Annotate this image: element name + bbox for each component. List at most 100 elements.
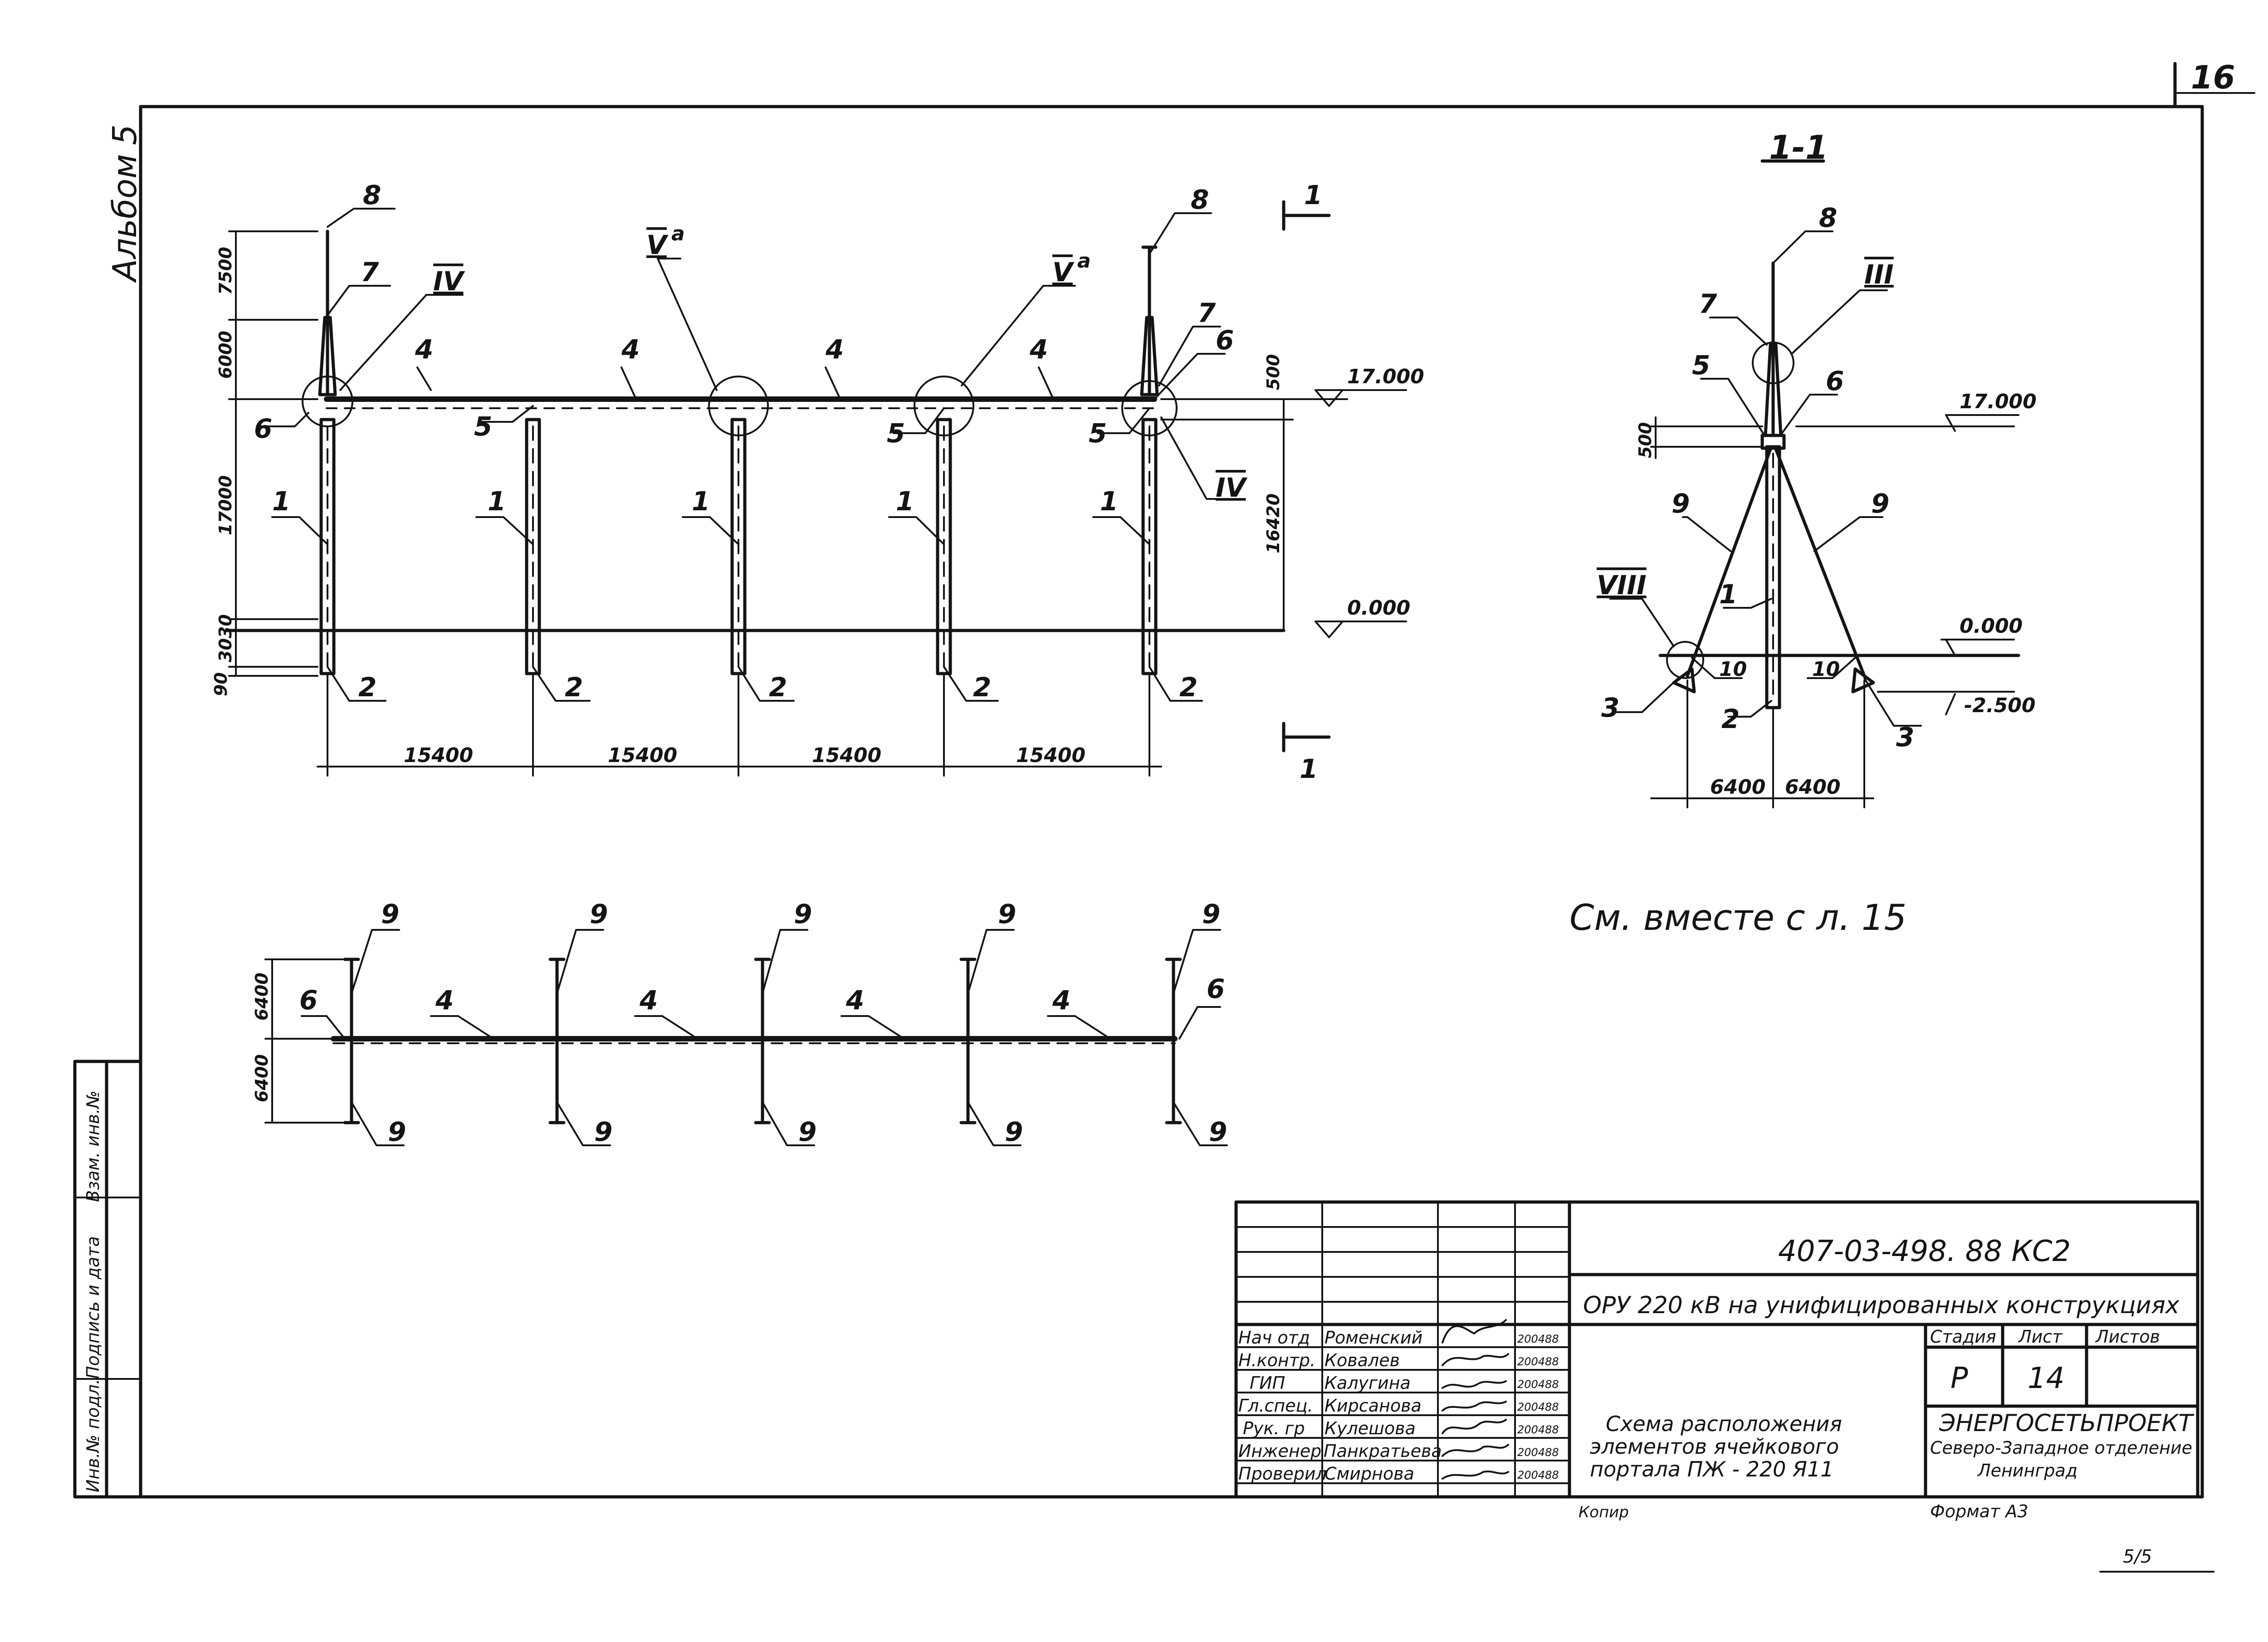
date-4: 200488 [1517, 1423, 1559, 1436]
sheet-frame [139, 62, 2255, 1499]
sec-label-10b: 10 [1812, 658, 1840, 681]
plan-beam-1: 4 [435, 985, 454, 1016]
role-1: Н.контр. [1238, 1350, 1315, 1370]
sec-elev-ground: 0.000 [1960, 615, 2023, 638]
sec-label-3a: 3 [1601, 692, 1619, 723]
node-ref-v-mid2: V [1052, 257, 1075, 288]
section-mark-top: 1 [1304, 180, 1322, 210]
sec-label-9a: 9 [1672, 488, 1690, 519]
sheets-header: Листов [2095, 1327, 2160, 1347]
date-2: 200488 [1517, 1378, 1559, 1391]
name-4: Кулешова [1325, 1418, 1416, 1438]
front-view-labels: 8 7 IV 6 8 7 6 IV 5 5 5 V a V a 4 4 4 4 … [254, 180, 1424, 784]
date-0: 200488 [1517, 1333, 1559, 1345]
label-5-node-a: 5 [474, 411, 492, 442]
sec-label-1: 1 [1719, 579, 1737, 610]
sec-label-8: 8 [1819, 202, 1837, 233]
plan-beam-3: 4 [846, 985, 864, 1016]
name-0: Роменский [1325, 1328, 1422, 1348]
node-ref-iv-left: IV [433, 266, 465, 297]
see-together-note: См. вместе с л. 15 [1569, 898, 1906, 938]
sheet-header: Лист [2018, 1327, 2063, 1347]
plan-brace-top-5: 9 [1202, 899, 1220, 929]
label-5-node-c: 5 [1089, 418, 1107, 449]
plan-brace-bottom-5: 9 [1209, 1116, 1227, 1147]
label-8-right: 8 [1191, 184, 1209, 215]
column-5 [1141, 418, 1158, 675]
plan-brace-bottom-3: 9 [798, 1116, 816, 1147]
name-6: Смирнова [1325, 1464, 1414, 1484]
bottom-right-mark: 5/5 [2123, 1546, 2152, 1567]
plan-brace-bottom-2: 9 [594, 1116, 612, 1147]
vdim-500: 500 [1263, 354, 1283, 390]
vdim-7500: 7500 [215, 247, 235, 295]
node-ref-v-mid1-sup: a [671, 222, 685, 245]
plan-labels: 9 9 9 9 9 9 9 9 9 9 4 4 4 4 6 6 6400 640… [252, 899, 1227, 1147]
column-2 [525, 418, 541, 675]
footing-label-1: 2 [358, 672, 376, 703]
sec-label-6: 6 [1826, 366, 1844, 396]
section-labels: 1-1 8 III 7 5 6 9 9 1 2 3 3 10 10 VIII 6… [1597, 128, 2037, 799]
column-label-3: 1 [692, 486, 710, 517]
title-block-text: 407-03-498. 88 КС2 ОРУ 220 кВ на унифици… [1238, 1235, 2195, 1521]
stamp-replace-inv: Взам. инв.№ [83, 1090, 103, 1202]
date-5: 200488 [1517, 1446, 1559, 1459]
vdim-17000: 17000 [215, 475, 235, 535]
org-line-2: Северо-Западное отделение [1930, 1438, 2192, 1458]
drawing-title-line-1: Схема расположения [1606, 1412, 1842, 1436]
sheet-corner-number: 16 [2191, 59, 2235, 96]
org-line-1: ЭНЕРГОСЕТЬПРОЕКТ [1939, 1410, 2195, 1437]
vdim-16420: 16420 [1263, 494, 1283, 553]
section-view [1609, 159, 2020, 808]
date-1: 200488 [1517, 1355, 1559, 1368]
plan-dim-bottom: 6400 [252, 1054, 272, 1102]
bay-dim-2: 15400 [608, 744, 677, 767]
footing-label-3: 2 [769, 672, 787, 703]
role-3: Гл.спец. [1238, 1396, 1313, 1416]
footing-label-5: 2 [1179, 672, 1198, 703]
node-ref-v-mid2-sup: a [1077, 249, 1091, 273]
date-6: 200488 [1517, 1469, 1559, 1481]
sec-node-iii: III [1864, 259, 1894, 290]
plan-brace-top-3: 9 [794, 899, 812, 929]
name-5: Панкратьева [1324, 1441, 1442, 1461]
label-6-right: 6 [1216, 325, 1234, 356]
label-5-node-b: 5 [887, 418, 905, 449]
label-8-left: 8 [363, 180, 381, 210]
sec-node-viii: VIII [1597, 570, 1647, 601]
beam-label-2: 4 [621, 334, 640, 365]
sec-dim-right: 6400 [1785, 776, 1840, 799]
plan-beam-2: 4 [639, 985, 658, 1016]
plan-end-6-left: 6 [299, 985, 318, 1016]
sec-label-2: 2 [1721, 704, 1740, 734]
role-2: ГИП [1250, 1373, 1285, 1393]
vdim-3030: 3030 [215, 614, 235, 662]
footing-label-2: 2 [565, 672, 583, 703]
front-vertical-dims: 7500 6000 17000 3030 90 500 16420 [211, 247, 1283, 696]
beam-label-4: 4 [1029, 334, 1048, 365]
plan-brace-bottom-4: 9 [1005, 1116, 1023, 1147]
role-6: Проверил [1238, 1464, 1327, 1484]
sec-elev-top: 17.000 [1960, 390, 2037, 413]
label-6-left: 6 [254, 413, 272, 444]
project-name: ОРУ 220 кВ на унифицированных конструкци… [1583, 1292, 2180, 1319]
format-label: Формат А3 [1930, 1501, 2028, 1521]
node-ref-iv-right: IV [1216, 472, 1248, 503]
side-stamp: Инв.№ подл. Подпись и дата Взам. инв.№ [73, 1060, 142, 1499]
drawing-title-line-3: портала ПЖ - 220 Я11 [1590, 1457, 1834, 1481]
column-label-4: 1 [896, 486, 914, 517]
plan-brace-bottom-1: 9 [388, 1116, 406, 1147]
signatures [1442, 1319, 1509, 1480]
node-ref-v-mid1: V [646, 230, 669, 260]
sec-label-7: 7 [1699, 288, 1717, 319]
album-number: 5 [106, 124, 144, 145]
sec-elev-footing: -2.500 [1964, 694, 2035, 717]
role-0: Нач отд [1238, 1328, 1310, 1348]
column-1 [319, 418, 336, 675]
name-1: Ковалев [1325, 1350, 1400, 1370]
plan-dim-top: 6400 [252, 972, 272, 1021]
bay-dim-4: 15400 [1016, 744, 1085, 767]
org-line-3: Ленинград [1977, 1461, 2077, 1481]
doc-code: 407-03-498. 88 КС2 [1778, 1235, 2071, 1268]
sec-label-10a: 10 [1719, 658, 1747, 681]
